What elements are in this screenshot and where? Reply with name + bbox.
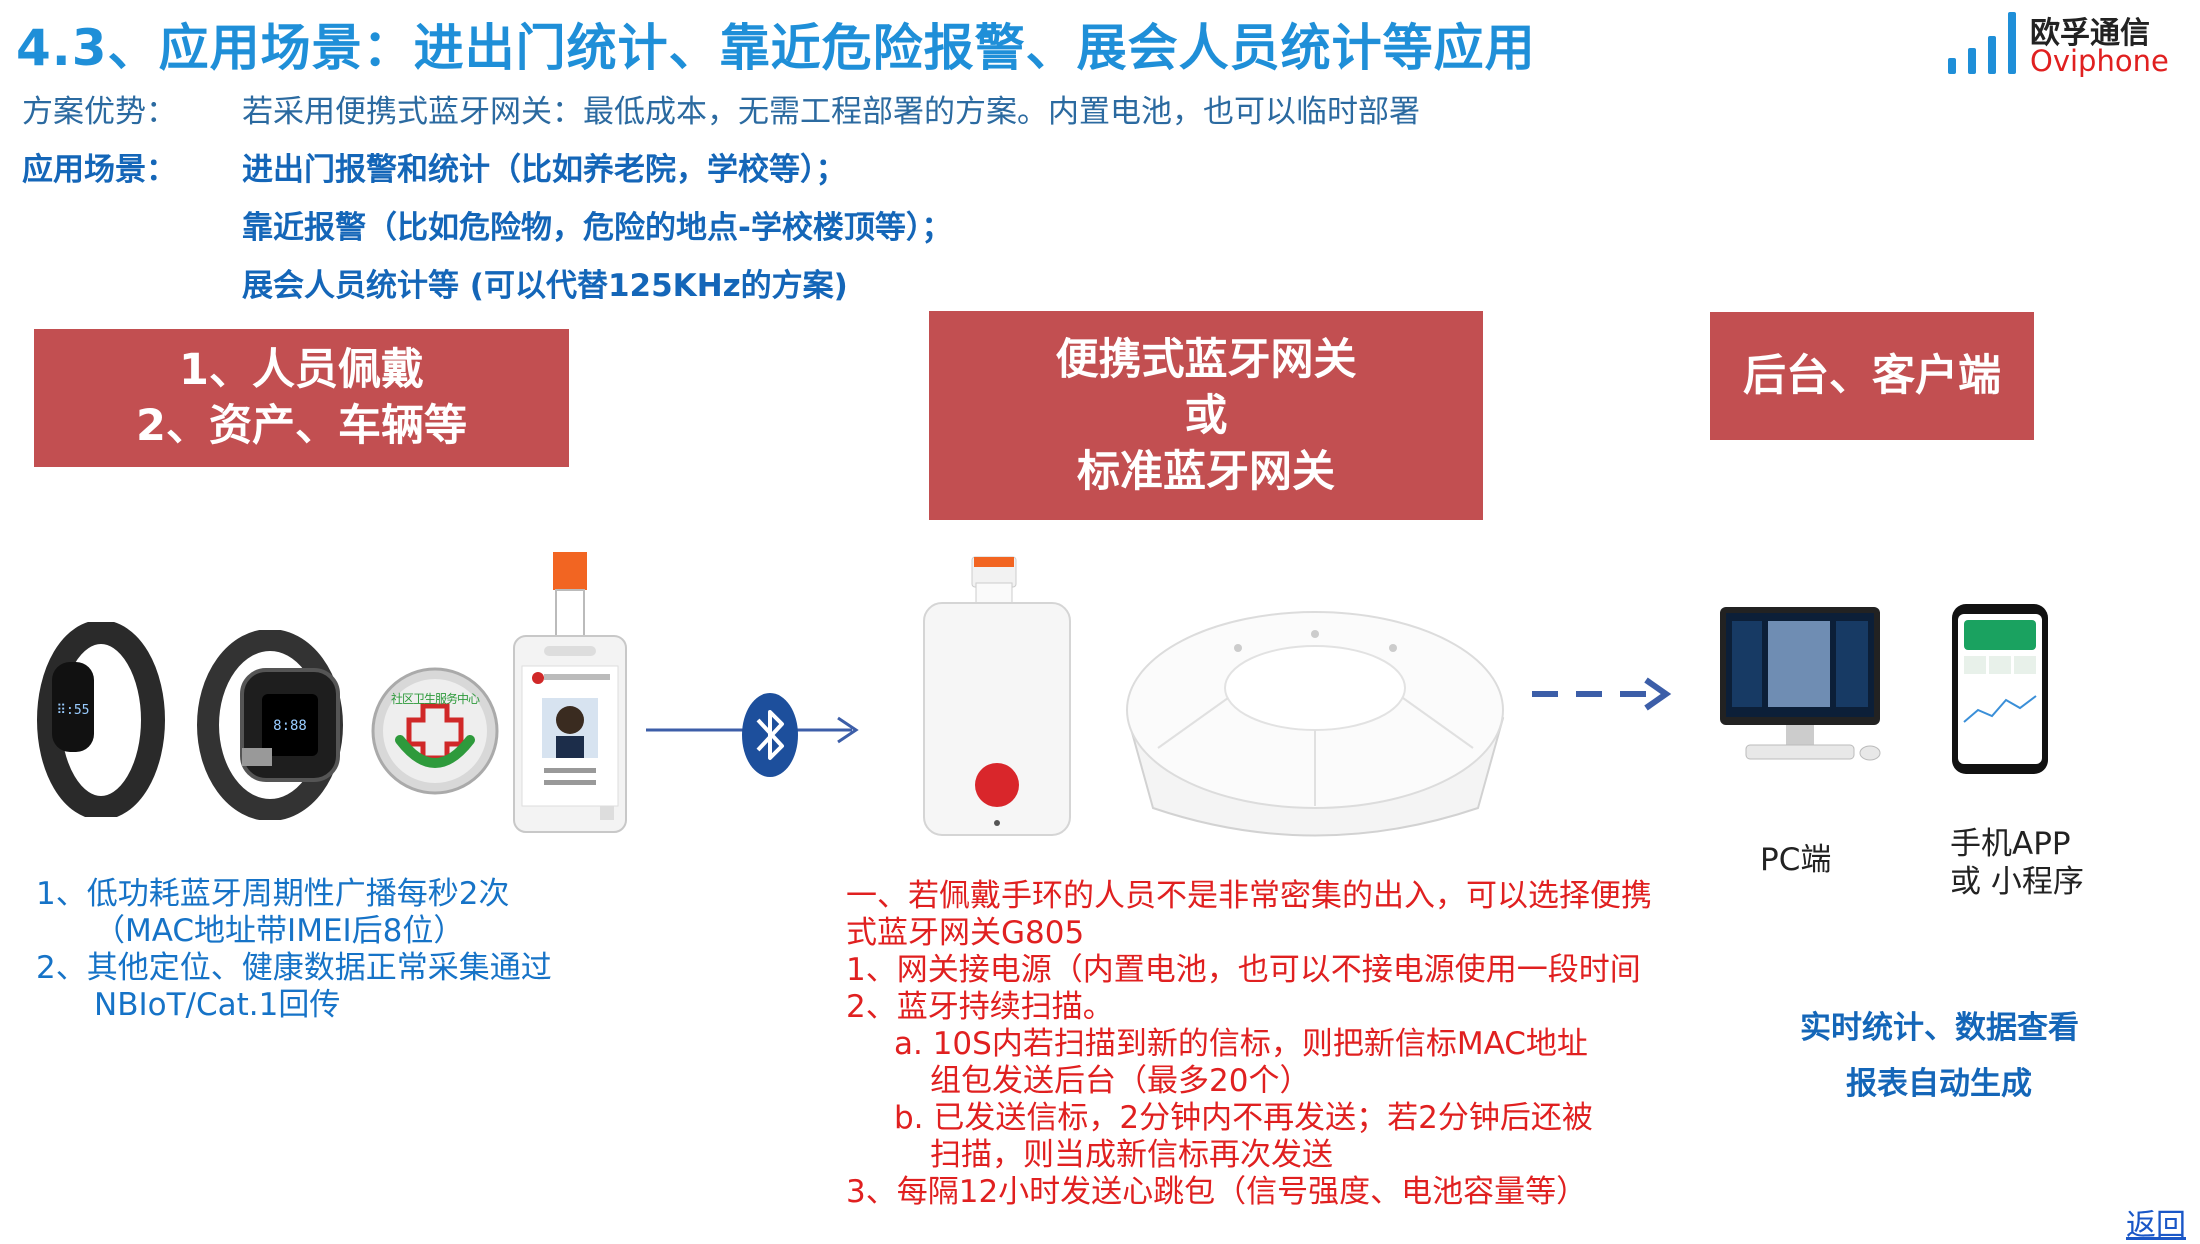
middle-note: 组包发送后台（最多20个）	[930, 1063, 1311, 1099]
middle-note: 一、若佩戴手环的人员不是非常密集的出入，可以选择便携	[846, 878, 1652, 914]
fitness-band-icon: ⠿:55	[37, 622, 165, 817]
mobile-label: 手机APP	[1950, 826, 2071, 862]
box-line: 2、资产、车辆等	[136, 401, 467, 451]
backend-box: 后台、客户端	[1710, 312, 2034, 440]
pc-label: PC端	[1760, 842, 1832, 878]
middle-note: 1、网关接电源（内置电池，也可以不接电源使用一段时间	[846, 952, 1641, 988]
box-line: 便携式蓝牙网关	[1055, 334, 1357, 385]
middle-note: a. 10S内若扫描到新的信标，则把新信标MAC地址	[894, 1026, 1588, 1062]
dashed-arrow	[1532, 677, 1672, 711]
box-line: 1、人员佩戴	[179, 345, 424, 395]
id-card-icon	[513, 552, 627, 833]
gateway-box: 便携式蓝牙网关 或 标准蓝牙网关	[929, 311, 1483, 520]
bluetooth-arrow	[646, 693, 859, 777]
left-note: （MAC地址带IMEI后8位）	[94, 913, 465, 949]
middle-note: b. 已发送信标，2分钟内不再发送；若2分钟后还被	[894, 1100, 1593, 1136]
scene-item: 进出门报警和统计（比如养老院，学校等）；	[242, 152, 847, 188]
middle-note: 式蓝牙网关G805	[846, 915, 1085, 951]
svg-text:⠿:55: ⠿:55	[56, 703, 89, 718]
scene-item: 靠近报警（比如危险物，危险的地点-学校楼顶等）；	[242, 210, 953, 246]
advantage-text: 若采用便携式蓝牙网关：最低成本，无需工程部署的方案。内置电池，也可以临时部署	[242, 94, 1420, 130]
box-line: 或	[1184, 390, 1228, 441]
middle-note: 扫描，则当成新信标再次发送	[930, 1137, 1333, 1173]
signal-bars-icon	[1948, 12, 2016, 74]
left-note: 2、其他定位、健康数据正常采集通过	[36, 950, 552, 986]
mobile-label: 或 小程序	[1950, 864, 2084, 900]
portable-gateway-icon	[923, 556, 1071, 836]
back-link[interactable]: 返回	[2126, 1208, 2186, 1243]
left-note: NBIoT/Cat.1回传	[94, 987, 341, 1023]
summary-line: 报表自动生成	[1846, 1066, 2032, 1102]
smartwatch-icon: 8:88	[197, 630, 343, 820]
left-note: 1、低功耗蓝牙周期性广播每秒2次	[36, 876, 510, 912]
standard-gateway-icon	[1126, 611, 1505, 837]
box-line: 后台、客户端	[1743, 351, 2001, 401]
wearer-box: 1、人员佩戴 2、资产、车辆等	[34, 329, 569, 467]
page-title: 4.3、应用场景：进出门统计、靠近危险报警、展会人员统计等应用	[16, 19, 1536, 77]
medical-badge-icon	[371, 667, 499, 795]
svg-text:8:88: 8:88	[273, 718, 307, 734]
scene-item: 展会人员统计等 (可以代替125KHz的方案)	[242, 268, 848, 304]
middle-note: 2、蓝牙持续扫描。	[846, 989, 1114, 1025]
badge-text: 社区卫生服务中心	[390, 692, 480, 706]
logo-en: Oviphone	[2030, 44, 2169, 78]
middle-note: 3、每隔12小时发送心跳包（信号强度、电池容量等）	[846, 1174, 1588, 1210]
smartphone-icon	[1952, 604, 2048, 774]
logo: 欧孚通信 Oviphone	[1946, 8, 2196, 78]
logo-cn: 欧孚通信	[2030, 16, 2150, 51]
box-line: 标准蓝牙网关	[1077, 446, 1335, 497]
advantage-label: 方案优势：	[22, 94, 177, 130]
scenes-label: 应用场景：	[22, 152, 177, 188]
summary-line: 实时统计、数据查看	[1800, 1010, 2079, 1046]
pc-monitor-icon	[1720, 607, 1881, 761]
